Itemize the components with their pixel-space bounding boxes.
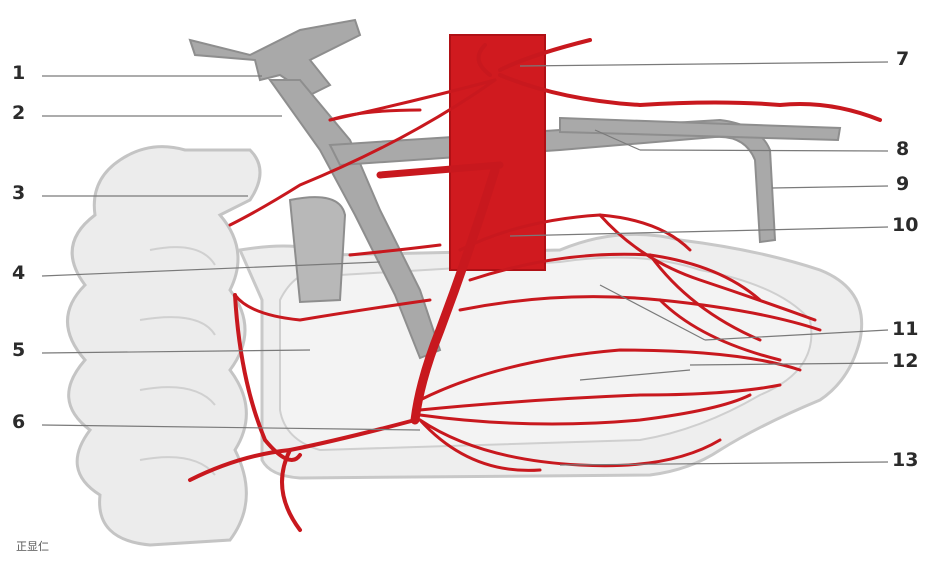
label-3: 3 <box>12 184 25 203</box>
watermark: 正显仁 <box>16 538 49 554</box>
label-1: 1 <box>12 64 25 83</box>
label-10: 10 <box>892 216 918 235</box>
label-12: 12 <box>892 352 918 371</box>
label-5: 5 <box>12 341 25 360</box>
label-4: 4 <box>12 264 25 283</box>
label-6: 6 <box>12 413 25 432</box>
label-9: 9 <box>896 175 909 194</box>
label-2: 2 <box>12 104 25 123</box>
label-8: 8 <box>896 140 909 159</box>
ascending-colon <box>68 147 261 545</box>
label-11: 11 <box>892 320 918 339</box>
label-13: 13 <box>892 451 918 470</box>
label-7: 7 <box>896 50 909 69</box>
